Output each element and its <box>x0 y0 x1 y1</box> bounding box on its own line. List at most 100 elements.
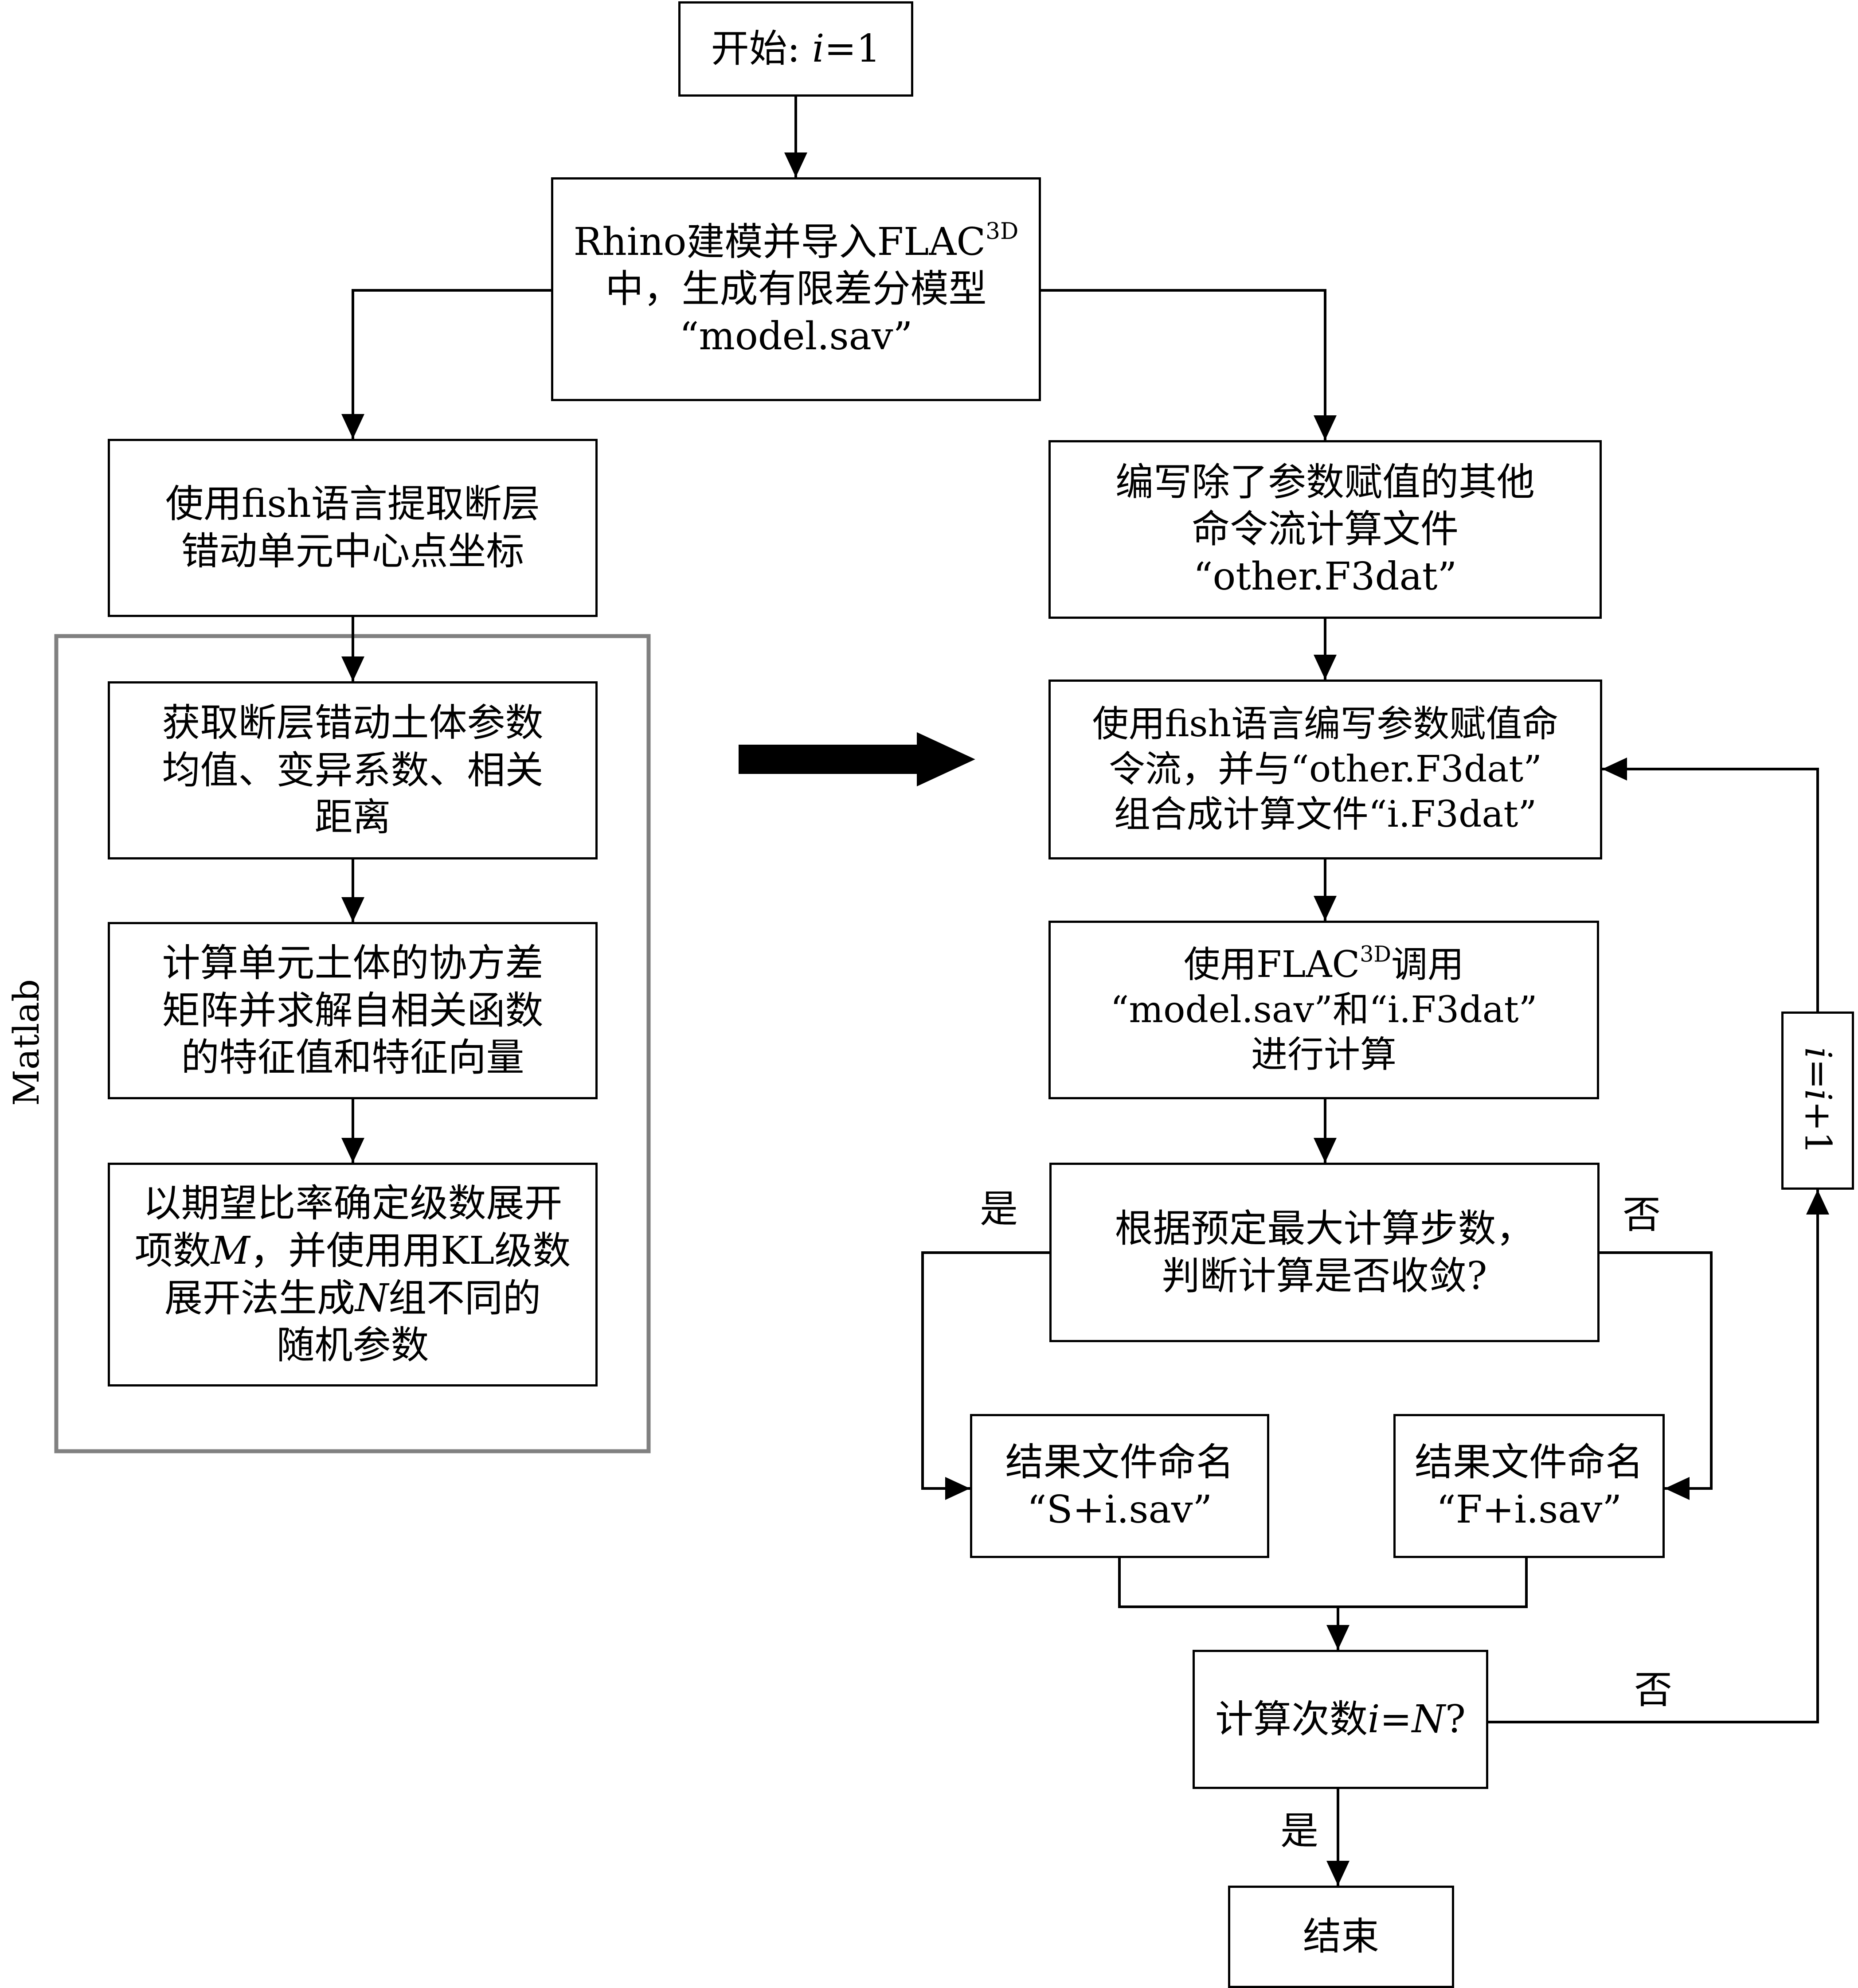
edge-count-check-no-to-increment <box>1488 1190 1819 1723</box>
arrowhead <box>341 414 364 439</box>
result-s-line2: “S+i.sav” <box>1027 1487 1213 1532</box>
count-check-node: 计算次数i=N? <box>1193 1650 1488 1789</box>
converge-check-node: 根据预定最大计算步数， 判断计算是否收敛? <box>1049 1163 1600 1342</box>
arrowhead <box>341 1138 364 1163</box>
fish-assign-text: 使用fish语言编写参数赋值命 令流，并与“other.F3dat” 组合成计算… <box>1092 702 1559 837</box>
arrowhead <box>341 897 364 922</box>
fish-extract-line2: 错动单元中心点坐标 <box>181 529 524 574</box>
fish-extract-line1: 使用fish语言提取断层 <box>165 482 540 527</box>
start-var: i <box>812 27 825 71</box>
count-check-var-i: i <box>1368 1697 1380 1742</box>
edge-label-yes-converge: 是 <box>980 1187 1018 1231</box>
flac-run-line1-sup: 3D <box>1360 941 1391 967</box>
increment-var1: i <box>1796 1047 1839 1059</box>
edge-label-no-converge: 否 <box>1623 1193 1661 1237</box>
fish-extract-node: 使用fish语言提取断层 错动单元中心点坐标 <box>108 439 598 617</box>
arrowhead <box>1602 758 1627 781</box>
other-cmd-text: 编写除了参数赋值的其他 命令流计算文件 “other.F3dat” <box>1115 459 1535 601</box>
arrowhead <box>1665 1477 1690 1500</box>
arrowhead <box>1326 1625 1349 1650</box>
get-params-line3: 距离 <box>314 795 391 840</box>
flac-run-line1: 使用FLAC3D调用 <box>1183 941 1464 986</box>
converge-line1: 根据预定最大计算步数， <box>1115 1206 1534 1251</box>
get-params-text: 获取断层错动土体参数 均值、变异系数、相关 距离 <box>162 699 544 841</box>
arrowhead <box>1314 896 1337 921</box>
kl-line3: 展开法生成N组不同的 <box>164 1276 541 1320</box>
kl-line2-a: 项数 <box>134 1228 211 1273</box>
flac-run-text: 使用FLAC3D调用 “model.sav”和“i.F3dat” 进行计算 <box>1110 942 1537 1078</box>
result-s-node: 结果文件命名 “S+i.sav” <box>970 1414 1269 1558</box>
result-s-text: 结果文件命名 “S+i.sav” <box>1005 1439 1234 1533</box>
rhino-line2: 中，生成有限差分模型 <box>605 267 987 312</box>
rhino-text: Rhino建模并导入FLAC3D 中，生成有限差分模型 “model.sav” <box>574 219 1019 360</box>
kl-expansion-node: 以期望比率确定级数展开 项数M，并使用用KL级数 展开法生成N组不同的 随机参数 <box>108 1163 598 1387</box>
rhino-model-node: Rhino建模并导入FLAC3D 中，生成有限差分模型 “model.sav” <box>551 177 1041 401</box>
fish-assign-line2: 令流，并与“other.F3dat” <box>1108 748 1542 791</box>
flac-run-node: 使用FLAC3D调用 “model.sav”和“i.F3dat” 进行计算 <box>1048 921 1599 1099</box>
converge-line2: 判断计算是否收敛? <box>1162 1254 1487 1298</box>
edge-increment-to-fish-assign <box>1602 768 1819 1012</box>
covariance-line2: 矩阵并求解自相关函数 <box>162 988 544 1033</box>
result-f-line2: “F+i.sav” <box>1436 1487 1622 1532</box>
kl-line3-var: N <box>355 1276 389 1320</box>
flac-run-line3: 进行计算 <box>1251 1034 1396 1076</box>
kl-line4: 随机参数 <box>276 1323 429 1368</box>
covariance-line3: 的特征值和特征向量 <box>181 1035 524 1080</box>
kl-line2: 项数M，并使用用KL级数 <box>135 1229 571 1273</box>
kl-line3-b: 组不同的 <box>388 1276 541 1320</box>
edge-label-no-count: 否 <box>1634 1668 1672 1712</box>
flac-run-line1-a: 使用FLAC <box>1183 943 1360 986</box>
kl-line2-b: ，并使用用KL级数 <box>250 1228 571 1273</box>
matlab-label: Matlab <box>6 979 47 1106</box>
fish-assign-line1: 使用fish语言编写参数赋值命 <box>1092 703 1559 746</box>
end-node: 结束 <box>1228 1886 1454 1988</box>
kl-line1: 以期望比率确定级数展开 <box>143 1181 563 1226</box>
edge-label-yes-count: 是 <box>1280 1809 1318 1853</box>
count-check-var-n: N <box>1412 1697 1445 1742</box>
converge-text: 根据预定最大计算步数， 判断计算是否收敛? <box>1115 1205 1534 1300</box>
get-params-line1: 获取断层错动土体参数 <box>162 701 544 746</box>
covariance-line1: 计算单元土体的协方差 <box>162 941 544 986</box>
covariance-node: 计算单元土体的协方差 矩阵并求解自相关函数 的特征值和特征向量 <box>108 922 598 1099</box>
get-params-line2: 均值、变异系数、相关 <box>162 748 544 793</box>
other-cmd-line3: “other.F3dat” <box>1193 554 1457 599</box>
increment-text: i=i+1 <box>1797 1047 1839 1154</box>
arrowhead <box>945 1477 970 1500</box>
get-params-node: 获取断层错动土体参数 均值、变异系数、相关 距离 <box>108 681 598 859</box>
kl-text: 以期望比率确定级数展开 项数M，并使用用KL级数 展开法生成N组不同的 随机参数 <box>135 1180 571 1369</box>
start-prefix: 开始: <box>711 27 812 71</box>
rhino-line3: “model.sav” <box>679 314 913 359</box>
increment-var2: i <box>1796 1089 1839 1101</box>
fish-extract-text: 使用fish语言提取断层 错动单元中心点坐标 <box>165 480 540 575</box>
count-check-prefix: 计算次数 <box>1215 1697 1368 1742</box>
other-cmd-line1: 编写除了参数赋值的其他 <box>1115 460 1535 504</box>
arrowhead <box>1806 1190 1829 1215</box>
kl-line3-a: 展开法生成 <box>164 1276 355 1320</box>
other-cmd-line2: 命令流计算文件 <box>1192 507 1459 552</box>
edge-rhino-to-fish-extract <box>352 289 551 439</box>
other-cmd-node: 编写除了参数赋值的其他 命令流计算文件 “other.F3dat” <box>1048 440 1602 619</box>
fish-assign-line3: 组合成计算文件“i.F3dat” <box>1114 793 1537 836</box>
arrowhead <box>1314 655 1337 680</box>
covariance-text: 计算单元土体的协方差 矩阵并求解自相关函数 的特征值和特征向量 <box>162 940 544 1082</box>
start-suffix: =1 <box>824 27 881 71</box>
start-node: 开始: i=1 <box>678 1 913 97</box>
rhino-line1-sup: 3D <box>986 218 1019 245</box>
flac-run-line1-b: 调用 <box>1391 943 1464 986</box>
increment-suffix: +1 <box>1796 1101 1839 1155</box>
arrowhead <box>1326 1861 1349 1886</box>
arrowhead <box>1314 415 1337 440</box>
result-f-line1: 结果文件命名 <box>1415 1440 1643 1484</box>
edge-results-merge <box>1118 1558 1528 1608</box>
edge-rhino-to-other-cmd <box>1041 289 1326 440</box>
start-text: 开始: i=1 <box>711 25 881 73</box>
arrowhead <box>341 656 364 681</box>
arrowhead <box>784 152 807 177</box>
count-check-eq: = <box>1380 1697 1412 1742</box>
kl-line2-var: M <box>211 1228 250 1273</box>
increment-node: i=i+1 <box>1781 1012 1854 1190</box>
result-f-text: 结果文件命名 “F+i.sav” <box>1415 1439 1643 1533</box>
count-check-suffix: ? <box>1445 1697 1466 1742</box>
